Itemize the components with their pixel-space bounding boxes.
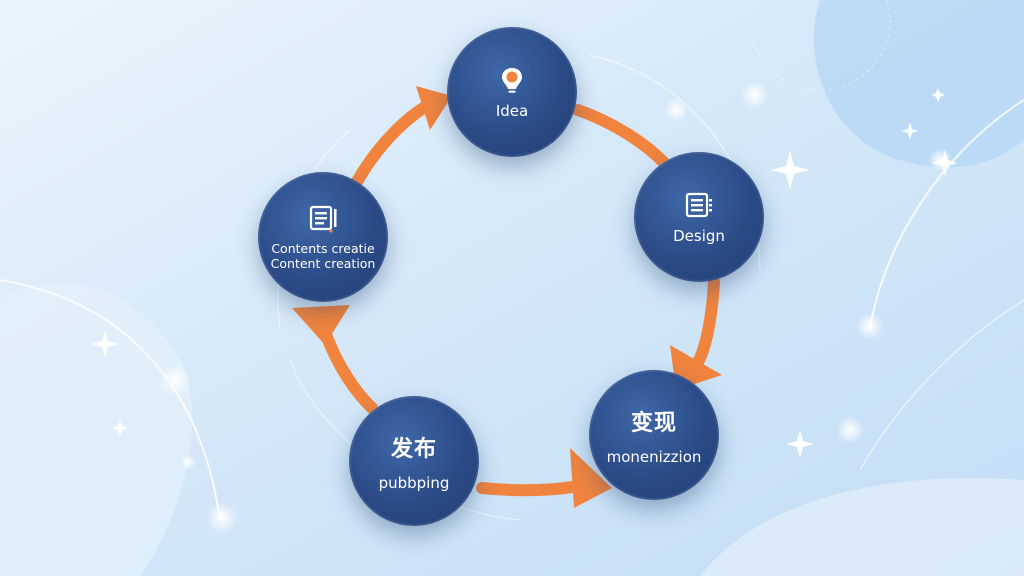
document-edit-icon [309,205,337,233]
cycle-node-content-creation: Contents creatie Content creation [258,172,388,302]
node-label-line2: Content creation [270,256,376,271]
cycle-node-design: Design [634,152,764,282]
node-label: Design [673,226,725,245]
node-label: Idea [495,101,529,120]
node-label: monenizzion [606,447,702,466]
lightbulb-icon [502,67,522,93]
cycle-node-monetization: 变现 monenizzion [589,370,719,500]
cycle-node-idea: Idea [447,27,577,157]
node-label: pubbping [378,473,450,492]
node-label-cn: 发布 [390,436,437,462]
document-list-icon [685,192,712,217]
node-label-line1: Contents creatie [271,241,375,256]
node-label-cn: 变现 [630,410,677,436]
cycle-node-publishing: 发布 pubbping [349,396,479,526]
